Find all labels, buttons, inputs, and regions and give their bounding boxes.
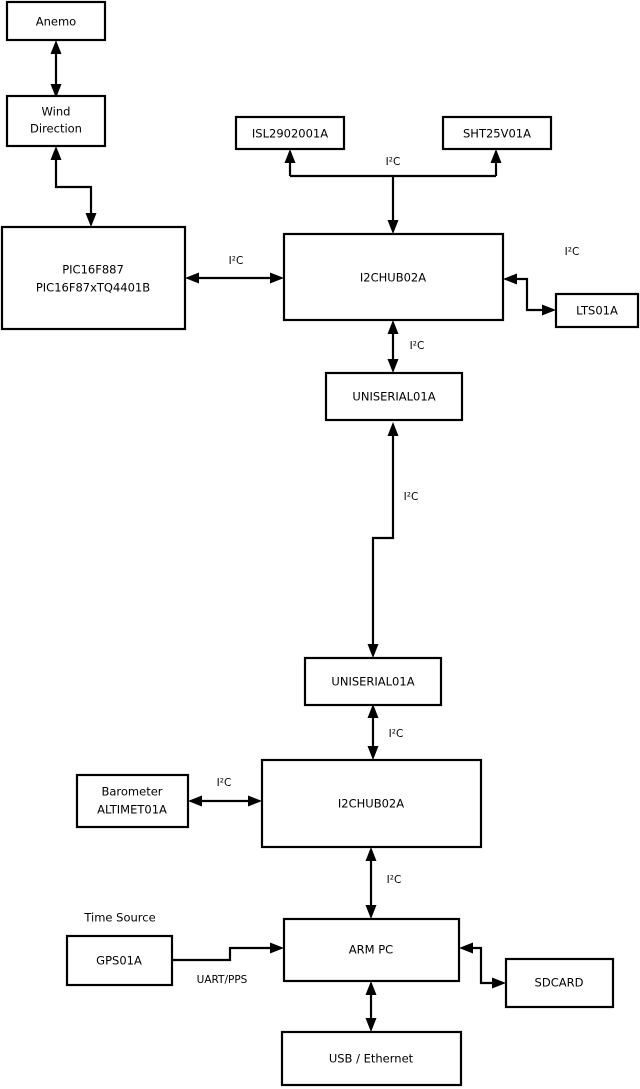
edge-label-hub-sensors: I²C <box>386 156 401 168</box>
node-wind-direction[interactable]: Wind Direction <box>5 94 107 148</box>
arrow-head-right <box>492 977 506 989</box>
edge-gps-armpc: UART/PPS <box>172 942 284 986</box>
edge-label-hub-lts: I²C <box>565 246 580 258</box>
arrow-head-down <box>85 213 97 227</box>
node-label-isl: ISL2902001A <box>252 127 328 141</box>
edge-hubbot-armpc: I²C <box>365 847 402 919</box>
arrow-head-down <box>367 644 379 658</box>
arrow-head-up <box>387 422 399 436</box>
arrow-head-down <box>367 746 379 760</box>
node-sht25v01a[interactable]: SHT25V01A <box>441 115 553 151</box>
arrow-head-left <box>503 273 517 285</box>
edge-label-pic-hub: I²C <box>229 255 244 267</box>
node-i2chub02a-bottom[interactable]: I2CHUB02A <box>260 758 483 849</box>
edge-pic-hubtop: I²C <box>185 255 284 284</box>
edge-hubtop-lts: I²C <box>503 246 579 316</box>
node-pic-mcu[interactable]: PIC16F887 PIC16F87xTQ4401B <box>0 225 187 331</box>
node-label-armpc: ARM PC <box>349 943 393 957</box>
edge-label-hub-uniserial: I²C <box>410 340 425 352</box>
node-label-usb: USB / Ethernet <box>329 1052 414 1066</box>
arrow-head-down <box>50 84 62 98</box>
arrow-head-left <box>188 795 202 807</box>
node-label-sht: SHT25V01A <box>463 127 531 141</box>
arrow-head-up <box>365 847 377 861</box>
arrow-head-right <box>270 942 284 954</box>
arrow-head-right <box>542 304 556 316</box>
edge-label-gps-armpc: UART/PPS <box>197 974 248 986</box>
arrow-head-down <box>365 905 377 919</box>
node-label-lts: LTS01A <box>576 304 618 318</box>
edge-hubtop-sensors: I²C <box>284 149 502 234</box>
node-label-anemo: Anemo <box>36 15 76 29</box>
node-uniserial01a-top[interactable]: UNISERIAL01A <box>324 371 464 422</box>
node-label-barometer-line2: ALTIMET01A <box>97 803 167 817</box>
edge-anemo-wind <box>50 40 62 98</box>
edge-barometer-hubbot: I²C <box>188 777 262 807</box>
arrow-head-right <box>248 795 262 807</box>
node-i2chub02a-top[interactable]: I2CHUB02A <box>282 232 505 322</box>
arrow-head-down <box>387 359 399 373</box>
edge-hubtop-uniserial: I²C <box>387 320 425 373</box>
edge-label-barometer-hub2: I²C <box>217 777 232 789</box>
node-usb-ethernet[interactable]: USB / Ethernet <box>280 1030 463 1087</box>
node-arm-pc[interactable]: ARM PC <box>282 917 461 983</box>
node-label-gps: GPS01A <box>96 954 142 968</box>
edge-wind-pic <box>50 146 97 227</box>
arrow-head-up <box>284 149 296 163</box>
node-lts01a[interactable]: LTS01A <box>554 292 640 329</box>
node-sdcard[interactable]: SDCARD <box>504 957 615 1009</box>
node-label-pic-line1: PIC16F887 <box>62 263 124 277</box>
node-label-hub-top: I2CHUB02A <box>360 271 426 285</box>
arrow-head-up <box>387 320 399 334</box>
edge-label-hub2-armpc: I²C <box>387 874 402 886</box>
arrow-head-up <box>367 704 379 718</box>
node-gps01a[interactable]: GPS01A <box>65 934 174 987</box>
arrow-head-up <box>490 149 502 163</box>
node-barometer[interactable]: Barometer ALTIMET01A <box>75 773 190 829</box>
arrow-head-left <box>459 942 473 954</box>
arrow-head-up <box>50 146 62 160</box>
label-time-source: Time Source <box>83 911 155 925</box>
arrow-head-down <box>387 220 399 234</box>
arrow-head-down <box>365 1018 377 1032</box>
edge-label-uniserial-hub2: I²C <box>389 728 404 740</box>
node-label-wind-line2: Direction <box>30 122 82 136</box>
edge-uniserial-link: I²C <box>367 422 419 658</box>
node-label-uniserial-top: UNISERIAL01A <box>352 390 435 404</box>
edge-label-uniserial-link: I²C <box>404 491 419 503</box>
node-isl2902001a[interactable]: ISL2902001A <box>234 115 346 151</box>
node-label-sdcard: SDCARD <box>535 976 584 990</box>
arrow-head-up <box>50 40 62 54</box>
edge-armpc-sdcard <box>459 942 506 989</box>
node-label-barometer-line1: Barometer <box>101 785 162 799</box>
node-label-uniserial-bottom: UNISERIAL01A <box>331 675 414 689</box>
arrow-head-right <box>270 272 284 284</box>
node-anemo[interactable]: Anemo <box>5 0 107 42</box>
node-label-wind-line1: Wind <box>42 105 71 119</box>
arrow-head-left <box>185 272 199 284</box>
edge-armpc-usb <box>365 981 377 1032</box>
node-label-pic-line2: PIC16F87xTQ4401B <box>36 281 150 295</box>
node-label-hub-bottom: I2CHUB02A <box>338 797 404 811</box>
node-uniserial01a-bottom[interactable]: UNISERIAL01A <box>303 656 443 707</box>
edge-uniserial-hubbot: I²C <box>367 704 404 760</box>
arrow-head-up <box>365 981 377 995</box>
